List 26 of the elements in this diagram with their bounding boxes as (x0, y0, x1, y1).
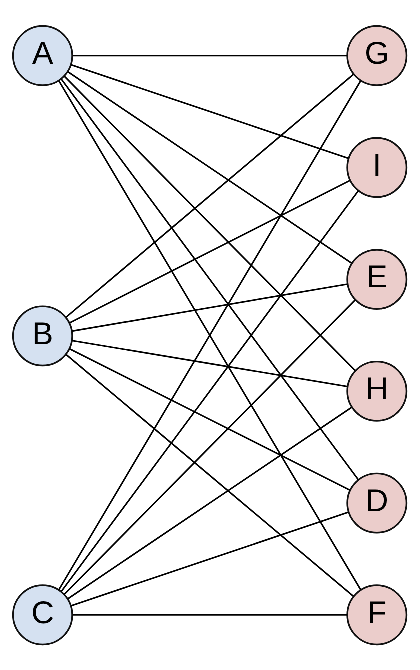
connector (66, 74, 354, 318)
connector (73, 614, 348, 616)
connector (69, 348, 351, 491)
connector (68, 70, 352, 264)
connector (72, 340, 348, 387)
node-circle: A (12, 24, 74, 86)
connector (73, 54, 348, 56)
node-circle: C (12, 584, 74, 646)
node-circle: E (346, 248, 408, 310)
node-circle: B (12, 305, 74, 366)
connector (64, 75, 356, 371)
connector (64, 299, 356, 595)
connector (68, 406, 352, 600)
node-circle: H (346, 360, 408, 422)
connector (71, 511, 350, 606)
node-circle: F (346, 584, 408, 646)
connector (71, 64, 350, 159)
node-circle: I (346, 136, 408, 198)
connector (69, 180, 351, 324)
connector (66, 354, 354, 597)
connector (60, 190, 360, 592)
connector (60, 78, 360, 480)
node-circle: D (346, 472, 408, 534)
node-circle: G (346, 24, 408, 86)
connector (58, 80, 362, 590)
connector (72, 283, 348, 332)
